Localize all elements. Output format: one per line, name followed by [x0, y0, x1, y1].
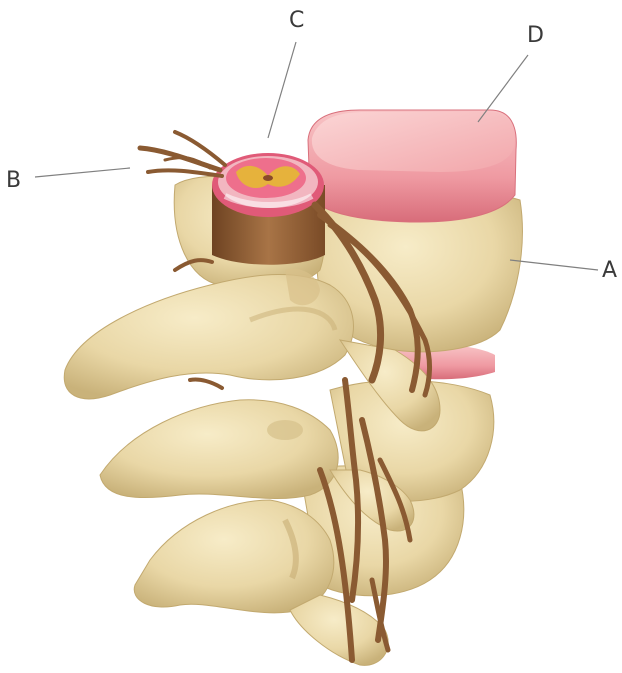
- leader-line-c: [268, 42, 296, 138]
- label-d: D: [527, 25, 544, 47]
- intervertebral-disc: [308, 110, 516, 222]
- spinal-cord: [212, 153, 325, 265]
- leader-line-d: [478, 55, 528, 122]
- label-a: A: [602, 260, 617, 282]
- label-b: B: [6, 170, 21, 192]
- leader-line-b: [35, 168, 130, 177]
- leader-line-a: [510, 260, 598, 270]
- label-c: C: [289, 10, 304, 32]
